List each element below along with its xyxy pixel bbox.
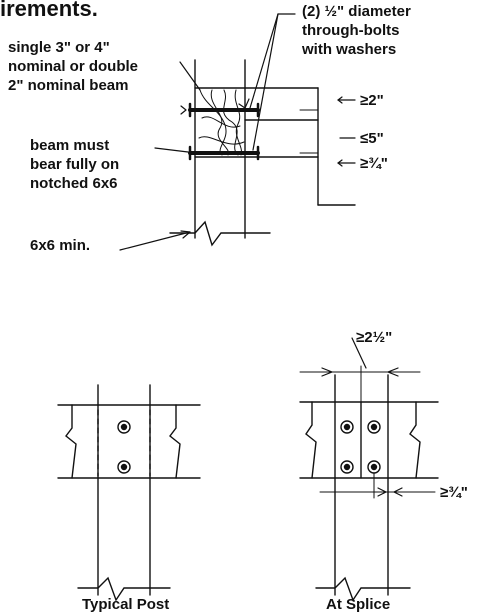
top-detail-post: [169, 59, 271, 247]
beam-callout: single 3" or 4" nominal or double 2" nom…: [8, 39, 138, 94]
splice-detail: [299, 337, 439, 602]
typical-post-detail: [57, 384, 201, 602]
bottom-bolt: [188, 145, 260, 161]
top-detail-beam: [194, 87, 319, 158]
dimension-top: ≥2": [360, 92, 384, 109]
dimension-middle: ≤5": [360, 130, 384, 147]
splice-edge-dimension: ≥¾": [440, 484, 468, 501]
top-detail-leaders: [119, 13, 296, 251]
post-size-callout: 6x6 min.: [30, 237, 91, 254]
dimension-bottom: ≥¾": [360, 155, 388, 172]
caption-at-splice: At Splice: [326, 596, 391, 613]
caption-typical-post: Typical Post: [82, 596, 170, 613]
top-detail-dimension-lines: [299, 87, 356, 206]
bearing-callout: beam must bear fully on notched 6x6: [30, 137, 120, 192]
top-bolt: [180, 102, 260, 118]
section-heading: irements.: [0, 0, 98, 21]
bolts-callout: (2) ½" diameter through-bolts with washe…: [302, 3, 411, 58]
splice-width-dimension: ≥2½": [356, 329, 393, 346]
